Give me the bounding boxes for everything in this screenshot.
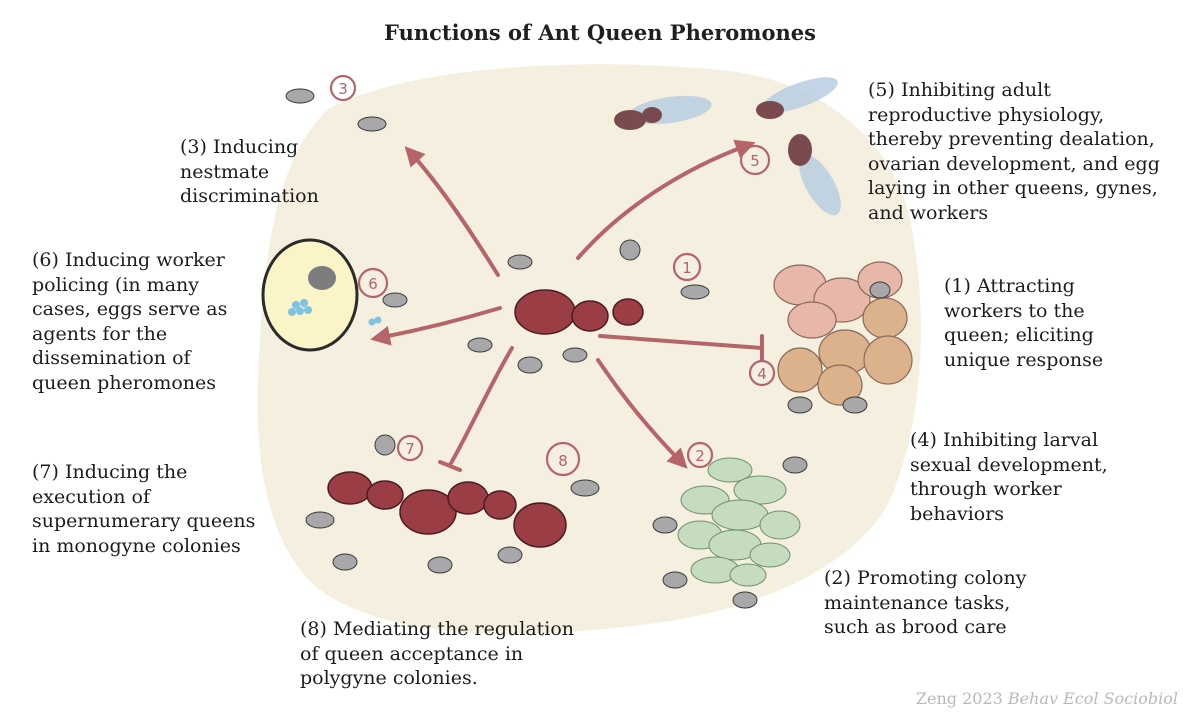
- label-line: cases, eggs serve as: [32, 298, 228, 320]
- label-function-4: (4) Inhibiting larval sexual development…: [910, 428, 1108, 526]
- label-line: (6) Inducing worker: [32, 249, 225, 271]
- label-function-1: (1) Attracting workers to the queen; eli…: [944, 274, 1103, 372]
- arrow-to-nestmate-discrimination: [404, 146, 500, 277]
- label-line: unique response: [944, 348, 1104, 371]
- label-line: (7) Inducing the: [32, 461, 188, 483]
- label-line: such as brood care: [824, 616, 1007, 638]
- marker-1-text: 1: [682, 259, 692, 277]
- source-credit: Zeng 2023 Behav Ecol Sociobiol: [916, 689, 1178, 708]
- label-line: (8) Mediating the regulation: [300, 618, 575, 640]
- label-line: maintenance tasks,: [824, 591, 1011, 614]
- label-function-2: (2) Promoting colony maintenance tasks, …: [824, 566, 1026, 640]
- label-line: (4) Inhibiting larval: [910, 429, 1099, 451]
- label-line: execution of: [32, 485, 150, 508]
- credit-author: Zeng 2023: [915, 689, 1003, 708]
- pheromone-arrows: [370, 139, 764, 472]
- label-function-3: (3) Inducing nestmate discrimination: [180, 135, 319, 209]
- egg-chamber: [261, 238, 382, 352]
- label-line: queen; eliciting: [944, 324, 1094, 346]
- label-line: behaviors: [910, 502, 1005, 525]
- marker-2-text: 2: [695, 447, 705, 465]
- marker-5: [739, 144, 771, 176]
- arrow-to-adult-reproduction: [576, 139, 756, 260]
- label-line: queen pheromones: [32, 371, 217, 394]
- number-marker-texts: 3 5 1 6 4 7 8 2: [338, 80, 767, 470]
- number-markers: [329, 74, 776, 477]
- arrow-to-worker-policing: [370, 306, 502, 346]
- label-function-7: (7) Inducing the execution of supernumer…: [32, 460, 255, 558]
- worker-ants: [285, 88, 891, 609]
- inhibit-supernumerary-queens: [448, 346, 514, 467]
- label-line: dissemination of: [32, 347, 191, 369]
- label-line: polygyne colonies.: [300, 667, 478, 689]
- marker-4: [748, 359, 776, 387]
- label-line: agents for the: [32, 322, 168, 345]
- marker-7: [396, 434, 424, 462]
- arrow-to-brood-care: [596, 358, 688, 469]
- label-function-8: (8) Mediating the regulation of queen ac…: [300, 617, 574, 691]
- label-function-5: (5) Inhibiting adult reproductive physio…: [868, 78, 1160, 225]
- marker-6-text: 6: [368, 275, 378, 293]
- marker-8: [545, 441, 581, 477]
- eggs: [288, 299, 382, 326]
- diagram-title: Functions of Ant Queen Pheromones: [384, 20, 816, 45]
- label-line: (5) Inhibiting adult: [868, 79, 1051, 101]
- marker-1: [672, 252, 702, 282]
- marker-4-text: 4: [757, 365, 767, 383]
- marker-3: [329, 74, 357, 102]
- label-line: reproductive physiology,: [868, 103, 1105, 126]
- label-line: ovarian development, and egg: [868, 152, 1160, 175]
- label-line: through worker: [910, 478, 1062, 500]
- inhibit-larval-development: [598, 334, 764, 350]
- label-line: discrimination: [180, 185, 319, 207]
- label-line: and workers: [868, 201, 989, 224]
- label-line: (2) Promoting colony: [824, 567, 1027, 589]
- label-line: (3) Inducing: [180, 136, 299, 158]
- inhibit-supernumerary-bar: [438, 460, 462, 472]
- label-line: thereby preventing dealation,: [868, 128, 1155, 150]
- winged-queens: [614, 77, 841, 216]
- brood-pile: [677, 457, 801, 587]
- marker-8-text: 8: [558, 452, 568, 470]
- label-line: in monogyne colonies: [32, 534, 241, 557]
- label-line: supernumerary queens: [32, 510, 256, 532]
- label-line: sexual development,: [910, 453, 1108, 476]
- label-function-6: (6) Inducing worker policing (in many ca…: [32, 248, 227, 395]
- marker-2: [686, 441, 714, 469]
- label-line: workers to the: [944, 299, 1085, 322]
- larvae-pile: [773, 261, 913, 406]
- label-line: laying in other queens, gynes,: [868, 177, 1158, 199]
- marker-6: [357, 267, 389, 299]
- central-queen: [514, 289, 644, 335]
- polygyne-queens: [327, 471, 567, 548]
- label-line: of queen acceptance in: [300, 642, 524, 665]
- label-line: policing (in many: [32, 273, 199, 296]
- marker-7-text: 7: [405, 440, 415, 458]
- marker-3-text: 3: [338, 80, 348, 98]
- label-line: (1) Attracting: [944, 275, 1075, 297]
- credit-journal: Behav Ecol Sociobiol: [1007, 689, 1178, 708]
- label-line: nestmate: [180, 160, 270, 183]
- marker-5-text: 5: [750, 152, 760, 170]
- policing-worker: [308, 266, 336, 290]
